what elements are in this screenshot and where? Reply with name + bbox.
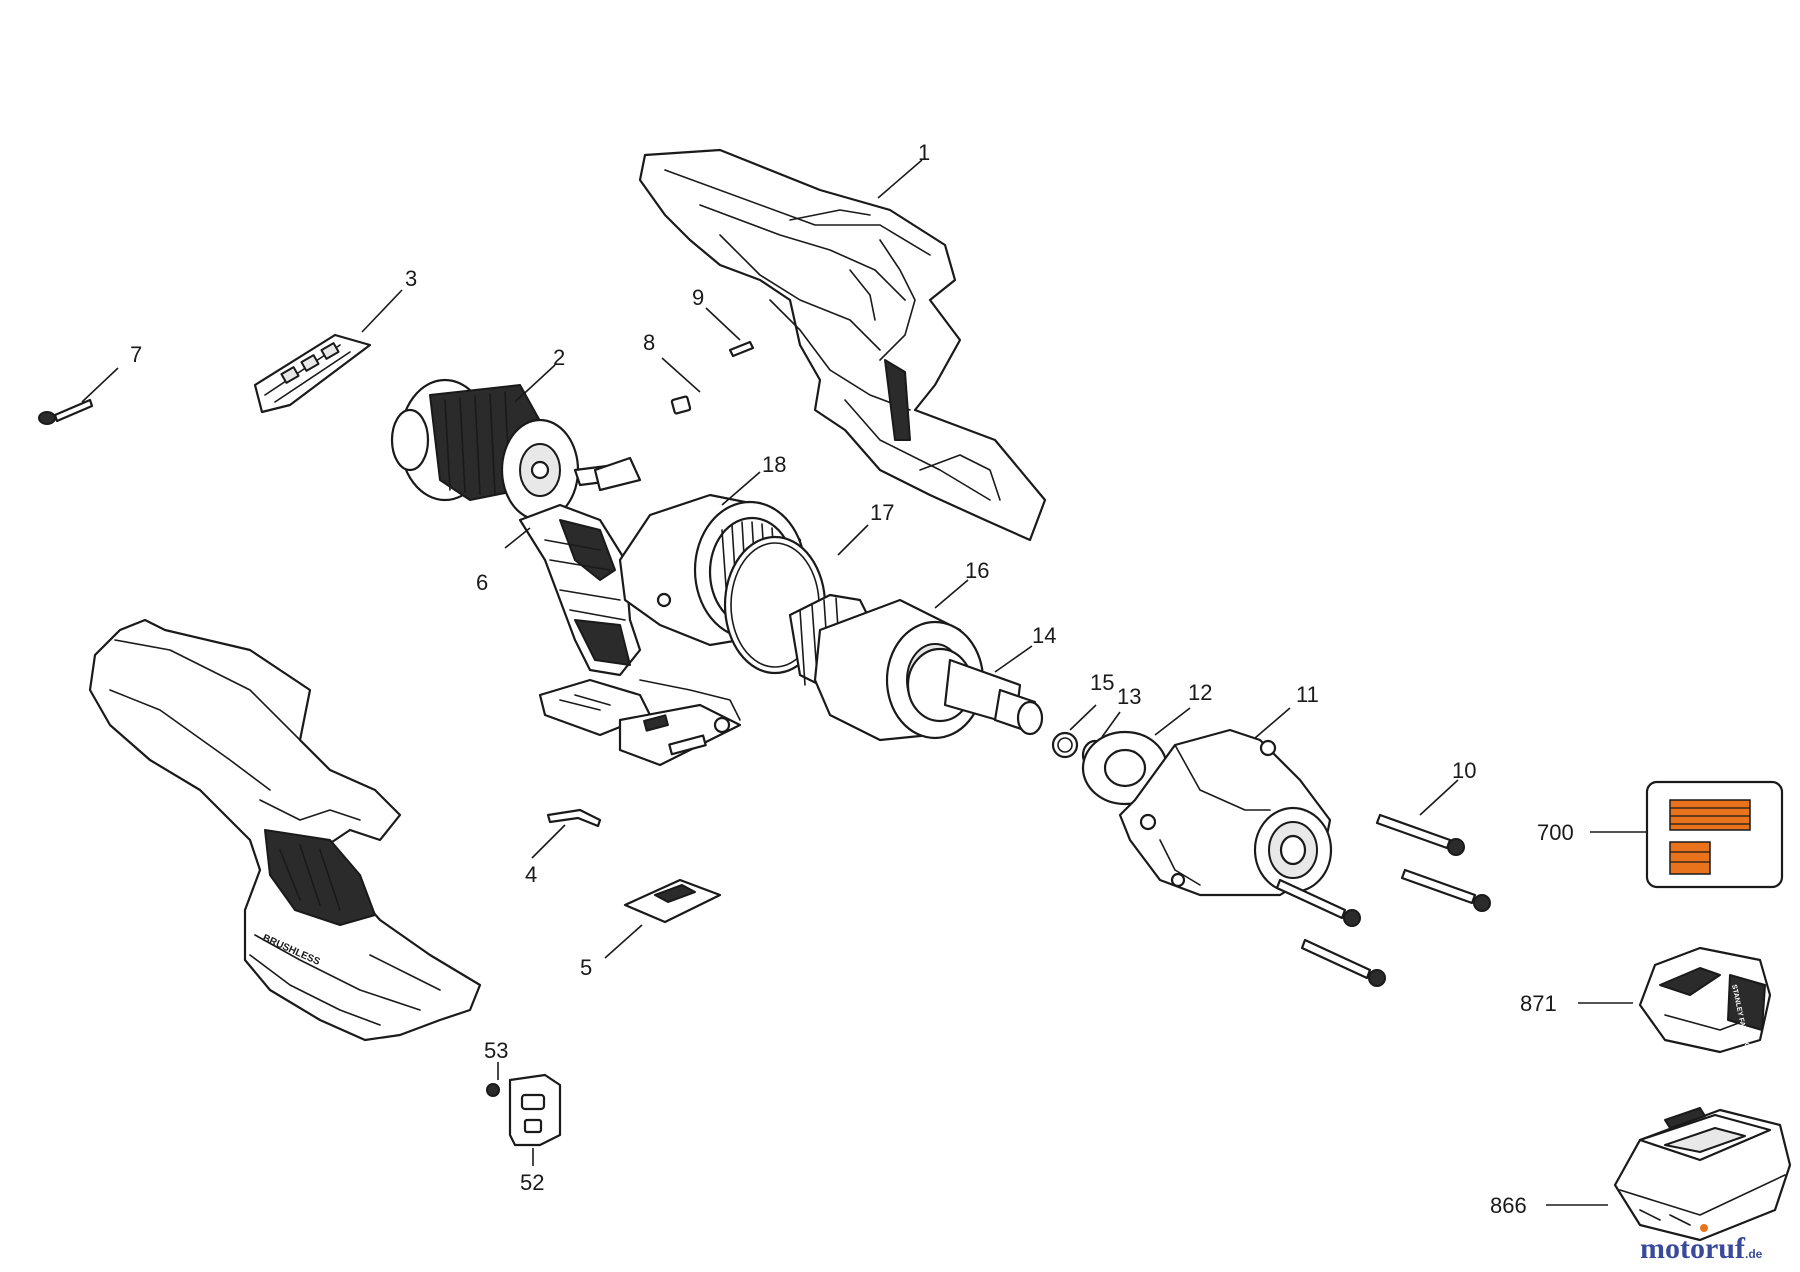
part-5-led-plate: [623, 878, 722, 924]
part-700-label-set: [1645, 780, 1784, 889]
watermark-name: motoruf: [1640, 1232, 1746, 1265]
part-7-screw: [38, 398, 94, 425]
part-3-grip-pad: [253, 333, 372, 414]
callout-13: 13: [1117, 684, 1141, 709]
callout-18: 18: [762, 452, 786, 477]
callout-7: 7: [130, 342, 142, 367]
callout-9: 9: [692, 285, 704, 310]
leader-lines: [81, 159, 1646, 1206]
callout-11: 11: [1296, 682, 1319, 707]
callout-numbers: 1 3 7 8 9 2 6 18 17 16 14 15 13 12 11 10…: [130, 140, 1574, 1218]
watermark-suffix: .de: [1745, 1247, 1763, 1261]
callout-53: 53: [484, 1038, 508, 1063]
part-9-pin: [728, 340, 755, 358]
callout-871: 871: [1520, 991, 1557, 1016]
callout-14: 14: [1032, 623, 1056, 648]
callout-52: 52: [520, 1170, 544, 1195]
part-14-anvil: [906, 647, 1044, 736]
callout-2: 2: [553, 345, 565, 370]
motoruf-watermark: motoruf.de: [1640, 1224, 1763, 1265]
part-866-charger: [1613, 1107, 1792, 1242]
handle-housing: BRUSHLESS: [88, 618, 482, 1042]
part-2-motor: [390, 378, 642, 522]
part-52-belt-clip: [508, 1073, 562, 1147]
part-6-switch-assembly: [518, 503, 742, 767]
part-10-bolts: [1275, 813, 1491, 987]
part-15-o-ring: [1051, 731, 1079, 759]
callout-17: 17: [870, 500, 894, 525]
callout-1: 1: [918, 140, 930, 165]
callout-5: 5: [580, 955, 592, 980]
callout-6: 6: [476, 570, 488, 595]
callout-15: 15: [1090, 670, 1114, 695]
part-871-battery: STANLEY FATMAX: [1638, 946, 1772, 1054]
part-1-housing-half: [638, 148, 1047, 542]
callout-8: 8: [643, 330, 655, 355]
callout-4: 4: [525, 862, 537, 887]
callout-700: 700: [1537, 820, 1574, 845]
callout-3: 3: [405, 266, 417, 291]
part-8-set-screw: [670, 395, 692, 415]
callout-866: 866: [1490, 1193, 1527, 1218]
watermark-dot: [1700, 1224, 1708, 1232]
callout-16: 16: [965, 558, 989, 583]
callout-10: 10: [1452, 758, 1476, 783]
part-4-spring-clip: [546, 808, 602, 828]
svg-text:motoruf.de: motoruf.de: [1640, 1232, 1763, 1265]
part-53-screw: [486, 1083, 500, 1097]
part-11-nose-housing: [1118, 728, 1333, 897]
callout-12: 12: [1188, 680, 1212, 705]
